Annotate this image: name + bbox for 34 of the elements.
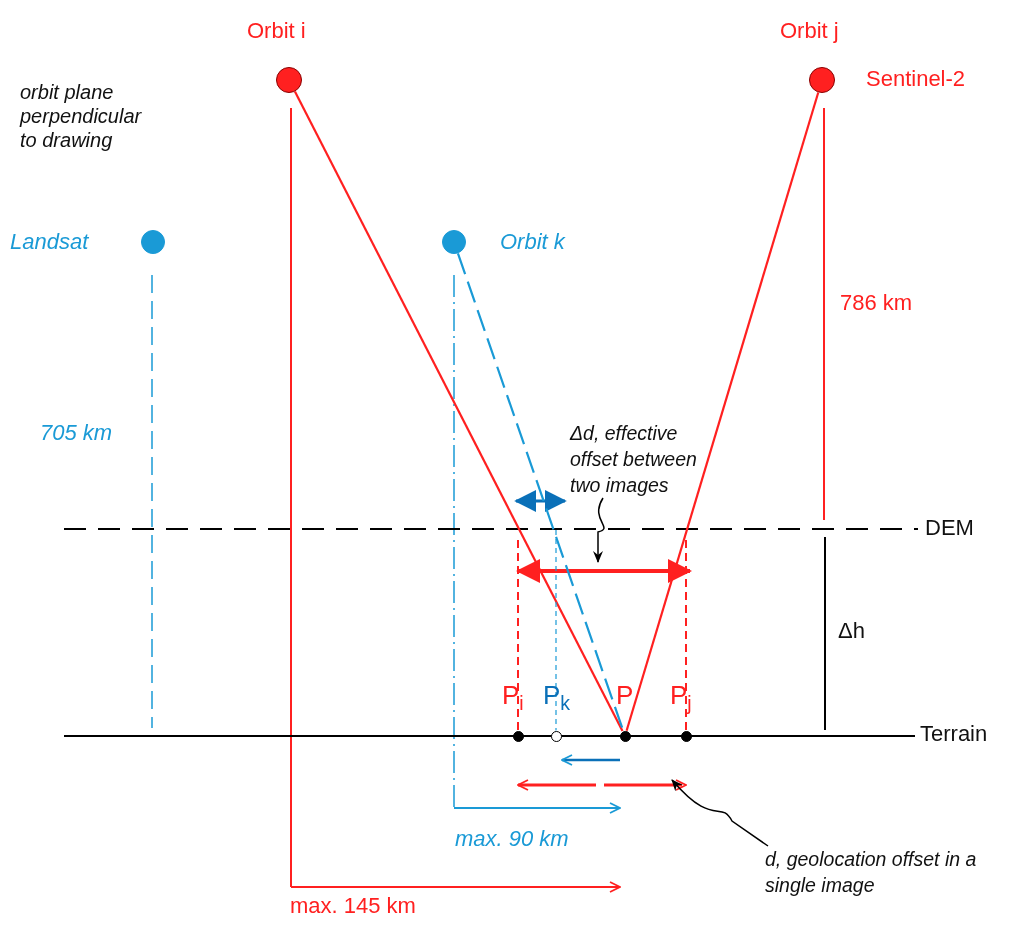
point-marker	[680, 730, 692, 742]
point-marker	[512, 730, 524, 742]
orbit-label: Orbit j	[780, 18, 839, 45]
distance-label: max. 90 km	[455, 826, 569, 853]
distance-label: max. 145 km	[290, 893, 416, 920]
annotation-text: Δd, effective offset between two images	[570, 420, 708, 498]
point-marker	[619, 730, 631, 742]
point-label: P$_{i}$	[502, 680, 524, 716]
line-of-sight	[293, 91, 624, 732]
satellite-label: Landsat	[10, 229, 89, 256]
orbit-label: Orbit i	[247, 18, 306, 45]
satellite-marker	[809, 67, 835, 93]
point-label: P$_{j}$	[670, 680, 692, 716]
projection-line	[555, 529, 557, 732]
point-label: P$_{k}$	[543, 680, 571, 716]
surface-label: DEM	[925, 515, 974, 542]
height-label: 705 km	[40, 420, 113, 447]
satellite-marker	[442, 230, 466, 254]
projection-line	[517, 539, 519, 732]
leader-line	[593, 497, 605, 563]
leader-line	[671, 779, 769, 847]
point-marker	[550, 730, 562, 742]
satellite-label: Sentinel-2	[866, 66, 966, 93]
orbit-label: Orbit k	[500, 229, 565, 256]
line-of-sight	[625, 92, 820, 732]
surface-label: Terrain	[920, 721, 988, 748]
note-text: orbit plane perpendicular to drawing	[20, 80, 143, 152]
point-label: P	[616, 680, 634, 712]
satellite-marker	[141, 230, 165, 254]
height-label: Δh	[838, 618, 865, 645]
annotation-text: d, geolocation offset in a single image	[765, 846, 993, 898]
projection-line	[685, 539, 687, 732]
height-label: 786 km	[840, 290, 913, 317]
satellite-marker	[276, 67, 302, 93]
